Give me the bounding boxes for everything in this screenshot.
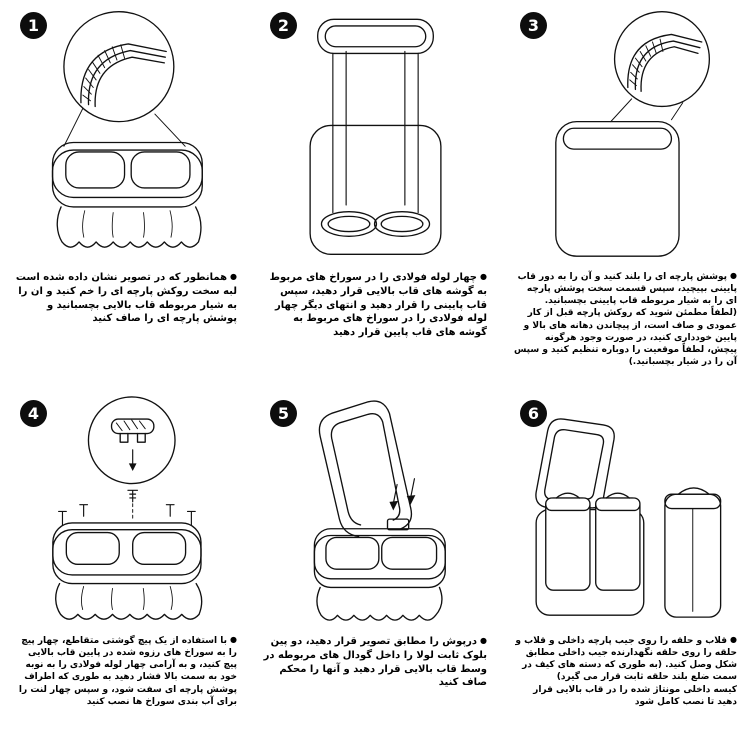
step-4-caption: ●با استفاده از یک پیچ گوشتی متقاطع، چهار… — [13, 635, 237, 708]
step-4-caption-text: با استفاده از یک پیچ گوشتی متقاطع، چهار … — [18, 636, 237, 707]
step-2-caption-text: چهار لوله فولادی را در سوراخ های مربوط ب… — [269, 272, 487, 339]
step-3-number-badge: 3 — [520, 12, 547, 39]
bullet-icon: ● — [230, 635, 237, 644]
step-panel-3: 3 ●پوشش پارچه ای را بلند کنید و آن را به — [500, 4, 750, 392]
step-2-figure-svg — [308, 18, 442, 255]
step-panel-1: 1 — [0, 4, 250, 392]
step-3-caption: ●پوشش پارچه ای را بلند کنید و آن را به د… — [513, 271, 737, 368]
step-6-figure-svg — [534, 418, 721, 618]
bullet-icon: ● — [230, 272, 237, 281]
step-1-figure-svg — [51, 11, 203, 248]
magnifier-detail-circle — [62, 11, 174, 123]
step-3-figure-svg — [555, 11, 711, 257]
step-1-illustration — [0, 4, 250, 266]
inner-bag-right — [594, 492, 641, 591]
step-1-caption: ●همانطور که در تصویر نشان داده شده است ل… — [13, 271, 237, 326]
step-panel-5: 5 — [250, 392, 500, 754]
step-3-illustration — [500, 4, 750, 266]
step-5-caption: ●درپوش را مطابق تصویر قرار دهید، دو پین … — [263, 635, 487, 690]
magnifier-detail-circle — [87, 396, 176, 485]
step-panel-6: 6 — [500, 392, 750, 754]
step-5-figure-svg — [313, 400, 446, 621]
fabric-skirt — [316, 586, 443, 621]
step-1-caption-text: همانطور که در تصویر نشان داده شده است لب… — [15, 272, 237, 325]
screw — [127, 489, 139, 522]
separate-bag — [663, 487, 721, 618]
step-6-caption-text: قلاب و حلقه را روی جیب پارچه داخلی و قلا… — [515, 636, 737, 707]
open-lid — [318, 400, 413, 538]
magnifier-detail-circle — [613, 11, 711, 108]
step-5-number-badge: 5 — [270, 400, 297, 427]
step-2-number-badge: 2 — [270, 12, 297, 39]
hinge-arrows — [392, 478, 416, 505]
hamper-top-frame — [52, 522, 202, 585]
bullet-icon: ● — [730, 271, 737, 280]
fabric-skirt — [56, 206, 202, 248]
step-3-caption-text: پوشش پارچه ای را بلند کنید و آن را به دو… — [513, 272, 737, 367]
step-5-illustration — [250, 392, 500, 630]
hamper-top-frame — [51, 141, 203, 208]
step-2-illustration — [250, 4, 500, 266]
clip-part — [110, 418, 155, 443]
step-2-caption: ●چهار لوله فولادی را در سوراخ های مربوط … — [263, 271, 487, 340]
hinge-block — [386, 518, 410, 531]
steel-poles — [331, 50, 419, 214]
step-6-caption: ●قلاب و حلقه را روی جیب پارچه داخلی و قل… — [513, 635, 737, 708]
step-4-figure-svg — [52, 396, 203, 620]
hamper-body — [555, 120, 680, 257]
step-6-number-badge: 6 — [520, 400, 547, 427]
step-panel-2: 2 ●چهار لو — [250, 4, 500, 392]
bullet-icon: ● — [480, 272, 487, 281]
top-frame — [316, 18, 434, 55]
bullet-icon: ● — [480, 636, 487, 645]
step-4-number-badge: 4 — [20, 400, 47, 427]
step-1-number-badge: 1 — [20, 12, 47, 39]
inner-bag-left — [544, 492, 591, 591]
corner-screws — [58, 504, 196, 526]
step-4-illustration — [0, 392, 250, 630]
bottom-rings — [320, 210, 430, 237]
hamper-top-frame — [313, 528, 446, 589]
fabric-skirt — [55, 582, 203, 620]
fabric-body-outline — [308, 124, 442, 255]
step-5-caption-text: درپوش را مطابق تصویر قرار دهید، دو پین ب… — [263, 636, 487, 689]
step-6-illustration — [500, 392, 750, 630]
bullet-icon: ● — [730, 635, 737, 644]
step-panel-4: 4 — [0, 392, 250, 754]
